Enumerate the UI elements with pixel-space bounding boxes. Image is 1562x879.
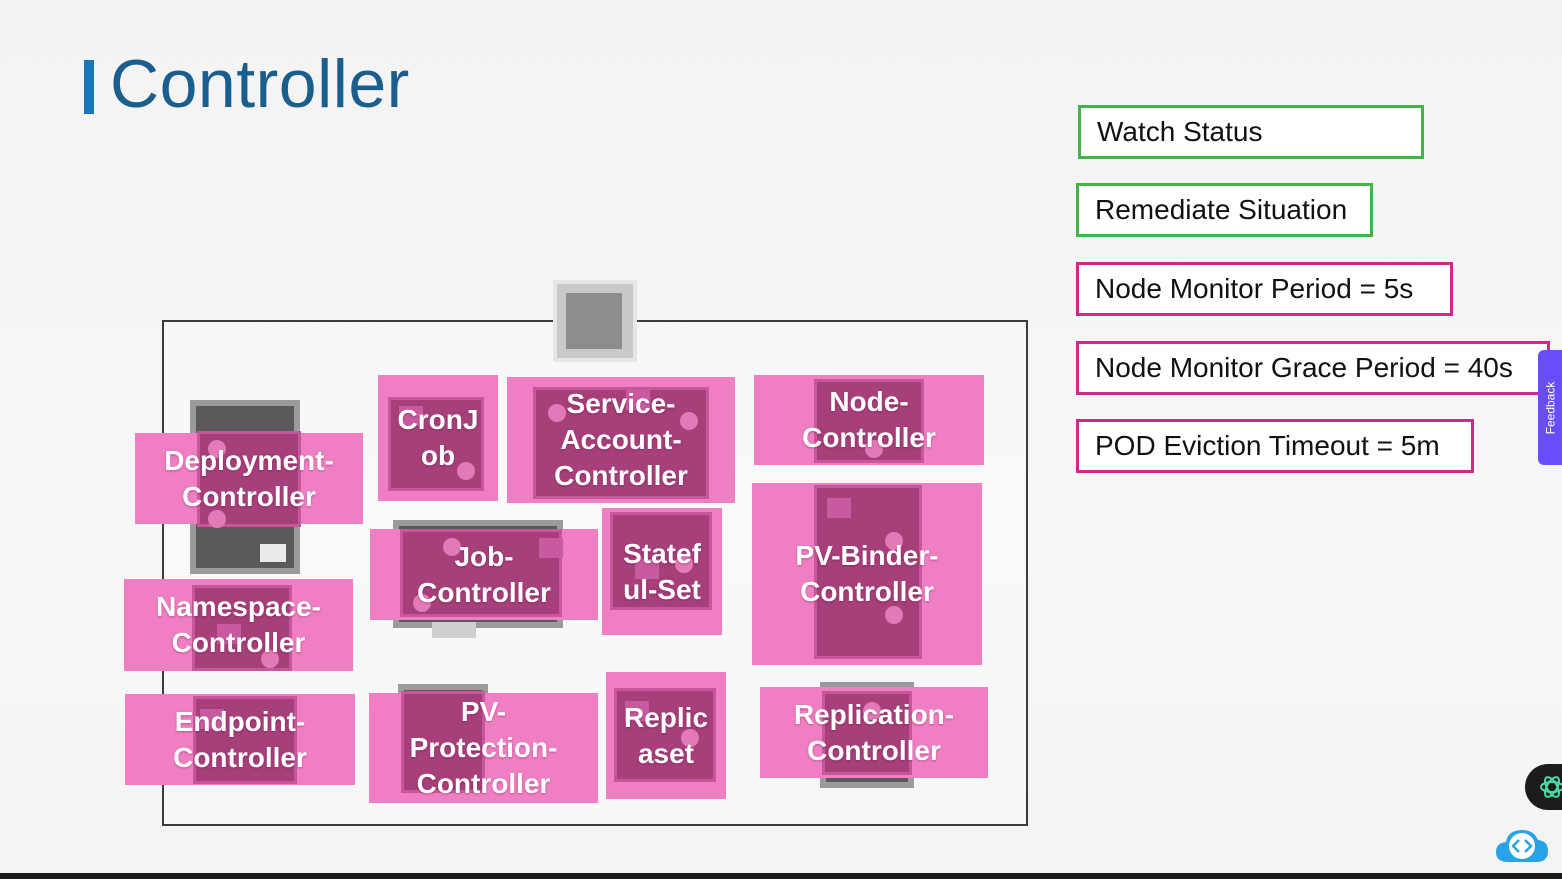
cronjob-controller: CronJ ob [378,375,498,501]
component-stand [432,622,476,638]
controller-label: Deployment- Controller [164,444,334,512]
cloud-code-icon [1496,830,1548,862]
title-accent-bar [84,60,94,114]
info-box-watch-status: Watch Status [1078,105,1424,159]
server-icon [553,280,637,362]
job-controller: Job- Controller [370,529,598,620]
controller-label: PV- Protection- Controller [409,696,558,799]
info-box-pod-eviction-timeout: POD Eviction Timeout = 5m [1076,419,1474,473]
feedback-tab[interactable]: Feedback [1538,350,1562,465]
bottom-bar [0,873,1562,879]
cloud-code-button[interactable] [1494,826,1550,866]
controller-label: Replication- Controller [793,698,955,766]
controller-label: Node- Controller [802,386,936,453]
page-title: Controller [110,46,410,122]
info-box-remediate-situation: Remediate Situation [1076,183,1373,237]
controller-label: Service- Account- Controller [554,388,688,491]
controller-label: Replic aset [623,701,709,769]
service-account-controller: Service- Account- Controller [507,377,735,503]
feedback-label: Feedback [1543,381,1558,434]
deployment-controller: Deployment- Controller [135,431,363,528]
controller-label: Endpoint- Controller [173,705,307,773]
node-controller: Node- Controller [754,375,984,465]
pv-protection-controller: PV- Protection- Controller [369,691,598,803]
info-box-node-monitor-grace-period: Node Monitor Grace Period = 40s [1076,341,1550,395]
assistant-button[interactable] [1525,764,1562,810]
info-box-label: Remediate Situation [1095,194,1348,225]
info-box-label: Node Monitor Period = 5s [1095,273,1414,304]
controller-label: PV-Binder- Controller [795,540,939,607]
info-box-label: Watch Status [1097,116,1263,147]
info-box-label: POD Eviction Timeout = 5m [1095,430,1440,461]
controller-label: Namespace- Controller [156,591,321,658]
endpoint-controller: Endpoint- Controller [125,694,355,785]
namespace-controller: Namespace- Controller [124,579,353,671]
controller-label: CronJ ob [397,404,479,471]
controller-label: Job- Controller [417,540,551,608]
controller-label: Statef ul-Set [623,537,701,605]
replicaset-controller: Replic aset [606,672,726,799]
pv-binder-controller: PV-Binder- Controller [752,483,982,665]
assistant-icon [1540,776,1562,798]
statefulset-controller: Statef ul-Set [602,508,722,635]
replication-controller: Replication- Controller [760,687,988,778]
info-box-node-monitor-period: Node Monitor Period = 5s [1076,262,1453,316]
info-box-label: Node Monitor Grace Period = 40s [1095,352,1513,383]
